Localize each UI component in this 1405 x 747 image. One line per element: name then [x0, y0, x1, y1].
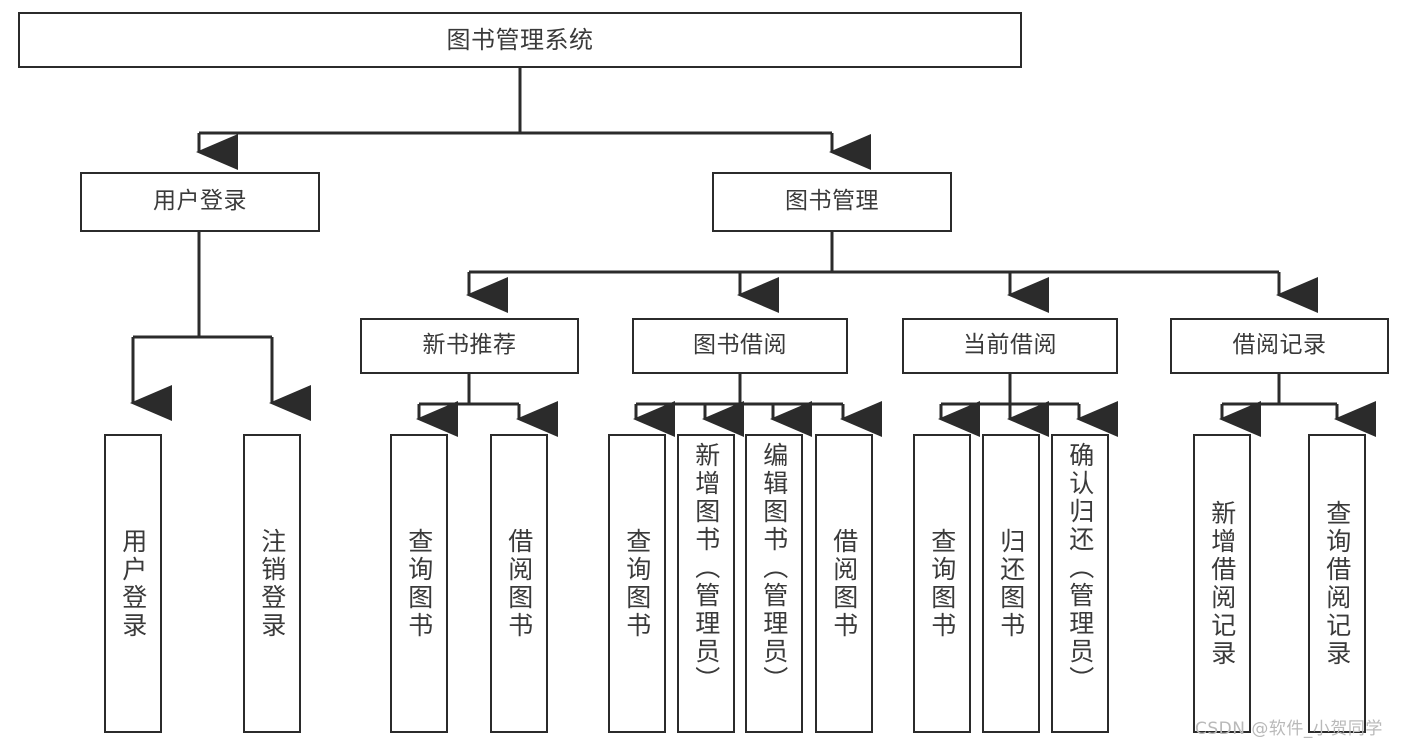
node-root[interactable]: 图书管理系统	[18, 12, 1022, 68]
leaf-borrow-edit-book[interactable]: 编辑图书（管理员）	[745, 434, 803, 733]
leaf-records-query-record-label: 查询借阅记录	[1322, 499, 1352, 668]
leaf-current-confirm-return[interactable]: 确认归还（管理员）	[1051, 434, 1109, 733]
node-user-login-label: 用户登录	[153, 188, 247, 215]
leaf-logout[interactable]: 注销登录	[243, 434, 301, 733]
leaf-newbook-borrow-book[interactable]: 借阅图书	[490, 434, 548, 733]
node-borrow-records[interactable]: 借阅记录	[1170, 318, 1389, 374]
leaf-borrow-edit-book-label: 编辑图书（管理员）	[759, 442, 789, 694]
leaf-borrow-query-book-label: 查询图书	[622, 527, 652, 640]
node-new-book-recommend-label: 新书推荐	[422, 332, 517, 359]
leaf-borrow-borrow-book-label: 借阅图书	[829, 527, 859, 640]
leaf-newbook-borrow-book-label: 借阅图书	[504, 527, 534, 640]
node-book-borrow-label: 图书借阅	[693, 332, 787, 359]
node-current-borrow[interactable]: 当前借阅	[902, 318, 1118, 374]
leaf-newbook-query-book-label: 查询图书	[404, 527, 434, 640]
node-book-management[interactable]: 图书管理	[712, 172, 952, 232]
leaf-borrow-query-book[interactable]: 查询图书	[608, 434, 666, 733]
node-root-label: 图书管理系统	[446, 25, 594, 54]
leaf-current-query-book[interactable]: 查询图书	[913, 434, 971, 733]
leaf-newbook-query-book[interactable]: 查询图书	[390, 434, 448, 733]
leaf-logout-label: 注销登录	[257, 527, 287, 640]
node-user-login[interactable]: 用户登录	[80, 172, 320, 232]
leaf-records-query-record[interactable]: 查询借阅记录	[1308, 434, 1366, 733]
node-book-borrow[interactable]: 图书借阅	[632, 318, 848, 374]
leaf-records-add-record-label: 新增借阅记录	[1207, 499, 1237, 668]
node-current-borrow-label: 当前借阅	[963, 332, 1057, 359]
leaf-current-query-book-label: 查询图书	[927, 527, 957, 640]
leaf-user-login-label: 用户登录	[118, 527, 148, 640]
leaf-user-login[interactable]: 用户登录	[104, 434, 162, 733]
csdn-watermark: CSDN @软件_小贺同学	[1195, 719, 1383, 739]
leaf-records-add-record[interactable]: 新增借阅记录	[1193, 434, 1251, 733]
leaf-current-return-book-label: 归还图书	[996, 527, 1026, 640]
leaf-current-confirm-return-label: 确认归还（管理员）	[1065, 442, 1095, 694]
leaf-borrow-add-book[interactable]: 新增图书（管理员）	[677, 434, 735, 733]
node-borrow-records-label: 借阅记录	[1232, 332, 1327, 359]
node-book-management-label: 图书管理	[785, 188, 879, 215]
leaf-borrow-add-book-label: 新增图书（管理员）	[691, 442, 721, 694]
leaf-current-return-book[interactable]: 归还图书	[982, 434, 1040, 733]
leaf-borrow-borrow-book[interactable]: 借阅图书	[815, 434, 873, 733]
node-new-book-recommend[interactable]: 新书推荐	[360, 318, 579, 374]
